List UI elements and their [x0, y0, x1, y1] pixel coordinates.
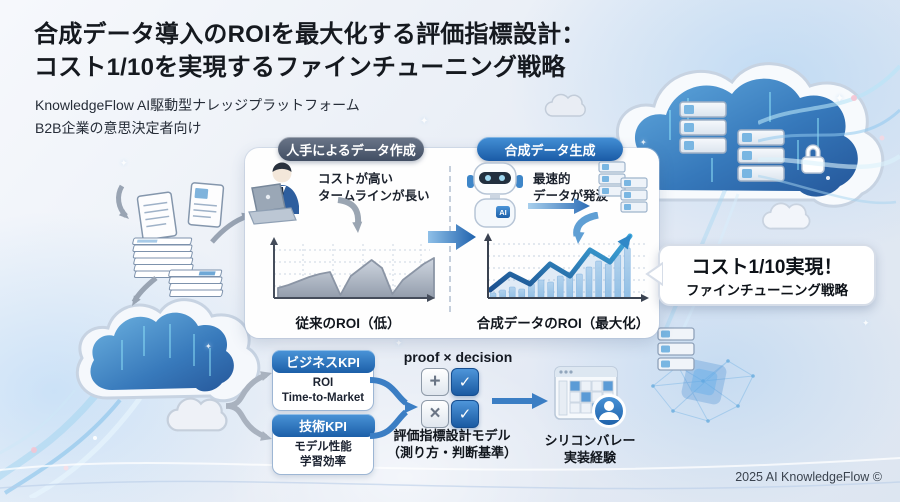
evaluation-model-label: 評価指標設計モデル （測り方・判断基準） — [384, 427, 520, 461]
synthetic-chart-label: 合成データのROI（最大化） — [476, 316, 650, 331]
paper-stack-icon — [132, 237, 194, 278]
synthetic-data-badge: 合成データ生成 — [477, 137, 623, 161]
server-rack-icon — [657, 327, 695, 371]
evaluation-tile-grid: +✓×✓ — [421, 368, 479, 428]
document-icon — [136, 191, 178, 241]
evaluation-model-line2: （測り方・判断基準） — [386, 445, 517, 460]
sparkle-icon: ✦ — [120, 158, 128, 168]
synthetic-roi-chart — [484, 233, 649, 302]
ai-robot-icon: AI — [467, 162, 523, 228]
synthetic-note: 最速的 データが発波 — [533, 171, 608, 205]
next-step-arrow-icon — [492, 393, 548, 409]
evaluation-model-line1: 評価指標設計モデル — [393, 428, 511, 443]
manual-data-badge: 人手によるデータ作成 — [278, 137, 424, 161]
cloud-servers-illustration — [614, 62, 885, 208]
server-stack-icon — [598, 161, 648, 213]
curved-blue-arrow-icon — [573, 212, 599, 244]
small-cloud-icon — [544, 93, 586, 117]
curved-down-arrow-icon — [337, 197, 363, 233]
big-cloud-icon-left — [75, 298, 261, 403]
technical-kpi-box: 技術KPI モデル性能 学習効率 — [271, 413, 375, 475]
page-title: 合成データ導入のROIを最大化する評価指標設計： コスト1/10を実現するファイ… — [34, 18, 634, 84]
check-icon: ✓ — [451, 368, 479, 396]
paper-stack-icon — [168, 269, 224, 297]
plus-icon: + — [421, 368, 449, 396]
small-cloud-icon — [762, 202, 811, 230]
curved-arrow-icon — [116, 184, 129, 219]
glow-cube — [681, 359, 727, 405]
subtitle-line2: B2B企業の意思決定者向け — [35, 120, 202, 136]
title-line1: 合成データ導入のROIを最大化する評価指標設計： — [34, 21, 586, 48]
sparkle-icon: ✦ — [862, 318, 870, 328]
merge-arrows-icon — [369, 377, 418, 439]
experience-line1: シリコンバレー — [544, 433, 636, 448]
documents-illustration — [116, 182, 252, 306]
small-cloud-icon — [166, 397, 228, 432]
manual-roi-chart — [270, 237, 435, 302]
copyright-credit: 2025 AI KnowledgeFlow © — [735, 470, 882, 484]
user-badge-icon — [592, 394, 626, 428]
business-person-icon — [248, 162, 299, 225]
robot-chest-label: AI — [499, 208, 507, 217]
cost-callout: コスト1/10実現！ ファインチューニング戦略 — [658, 244, 876, 306]
cloud-stream-illustration — [0, 298, 261, 498]
business-kpi-item: Time-to-Market — [281, 391, 365, 404]
flow-arrow-icon — [528, 198, 590, 214]
manual-note-line1: コストが高い — [318, 172, 394, 186]
manual-chart-label: 従来のROI（低） — [295, 316, 401, 331]
subtitle-line1: KnowledgeFlow AI駆動型ナレッジプラットフォーム — [35, 97, 360, 113]
cross-icon: × — [421, 400, 449, 428]
synthetic-note-line2: データが発波 — [533, 189, 609, 203]
bubble-tail — [645, 261, 663, 287]
spreadsheet-window-icon — [554, 366, 626, 428]
technical-kpi-header: 技術KPI — [271, 413, 375, 437]
callout-line2: ファインチューニング戦略 — [686, 283, 848, 298]
technical-kpi-item: 学習効率 — [300, 455, 346, 468]
callout-line1: コスト1/10実現！ — [691, 257, 843, 278]
proof-decision-heading: proof × decision — [403, 349, 513, 365]
document-icon — [187, 182, 225, 228]
fork-arrows-icon — [226, 371, 272, 441]
check-icon: ✓ — [451, 400, 479, 428]
data-streams-right — [758, 64, 900, 205]
server-rack-icon — [679, 101, 785, 182]
business-kpi-item: ROI — [312, 376, 334, 389]
technical-kpi-item: モデル性能 — [294, 440, 352, 453]
title-line2: コスト1/10を実現するファインチューニング戦略 — [34, 54, 566, 81]
sparkle-icon: ✦ — [395, 338, 403, 348]
transform-arrow-icon — [428, 224, 476, 250]
business-kpi-box: ビジネスKPI ROI Time-to-Market — [271, 349, 375, 411]
business-kpi-header: ビジネスKPI — [271, 349, 375, 373]
server-network-illustration — [651, 327, 755, 423]
experience-label: シリコンバレー 実装経験 — [530, 432, 650, 466]
page-subtitle: KnowledgeFlow AI駆動型ナレッジプラットフォーム B2B企業の意思… — [35, 94, 360, 140]
experience-line2: 実装経験 — [563, 450, 616, 465]
big-cloud-icon — [614, 62, 885, 208]
synthetic-note-line1: 最速的 — [533, 172, 571, 186]
sparkle-icon: ✦ — [420, 116, 429, 127]
